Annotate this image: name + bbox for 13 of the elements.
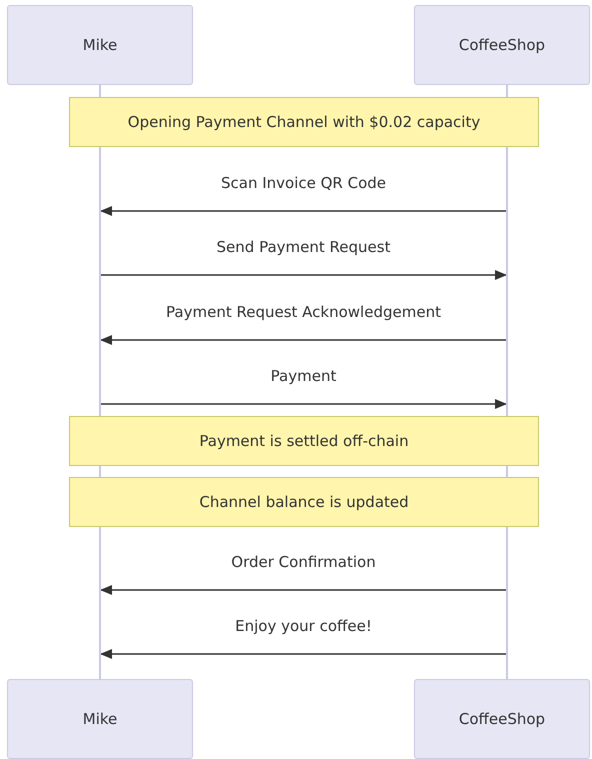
participant-box: CoffeeShop [414,679,590,759]
message-label: Send Payment Request [216,238,390,256]
participant-box: CoffeeShop [414,5,590,85]
message-label: Enjoy your coffee! [235,617,372,635]
message-label: Payment [270,367,336,385]
note-box: Channel balance is updated [69,477,539,527]
participant-box: Mike [7,5,193,85]
note-box: Opening Payment Channel with $0.02 capacity [69,97,539,147]
note-box: Payment is settled off-chain [69,416,539,466]
message-label: Order Confirmation [231,553,376,571]
message-label: Scan Invoice QR Code [220,174,386,192]
message-label: Payment Request Acknowledgement [166,303,441,321]
participant-box: Mike [7,679,193,759]
